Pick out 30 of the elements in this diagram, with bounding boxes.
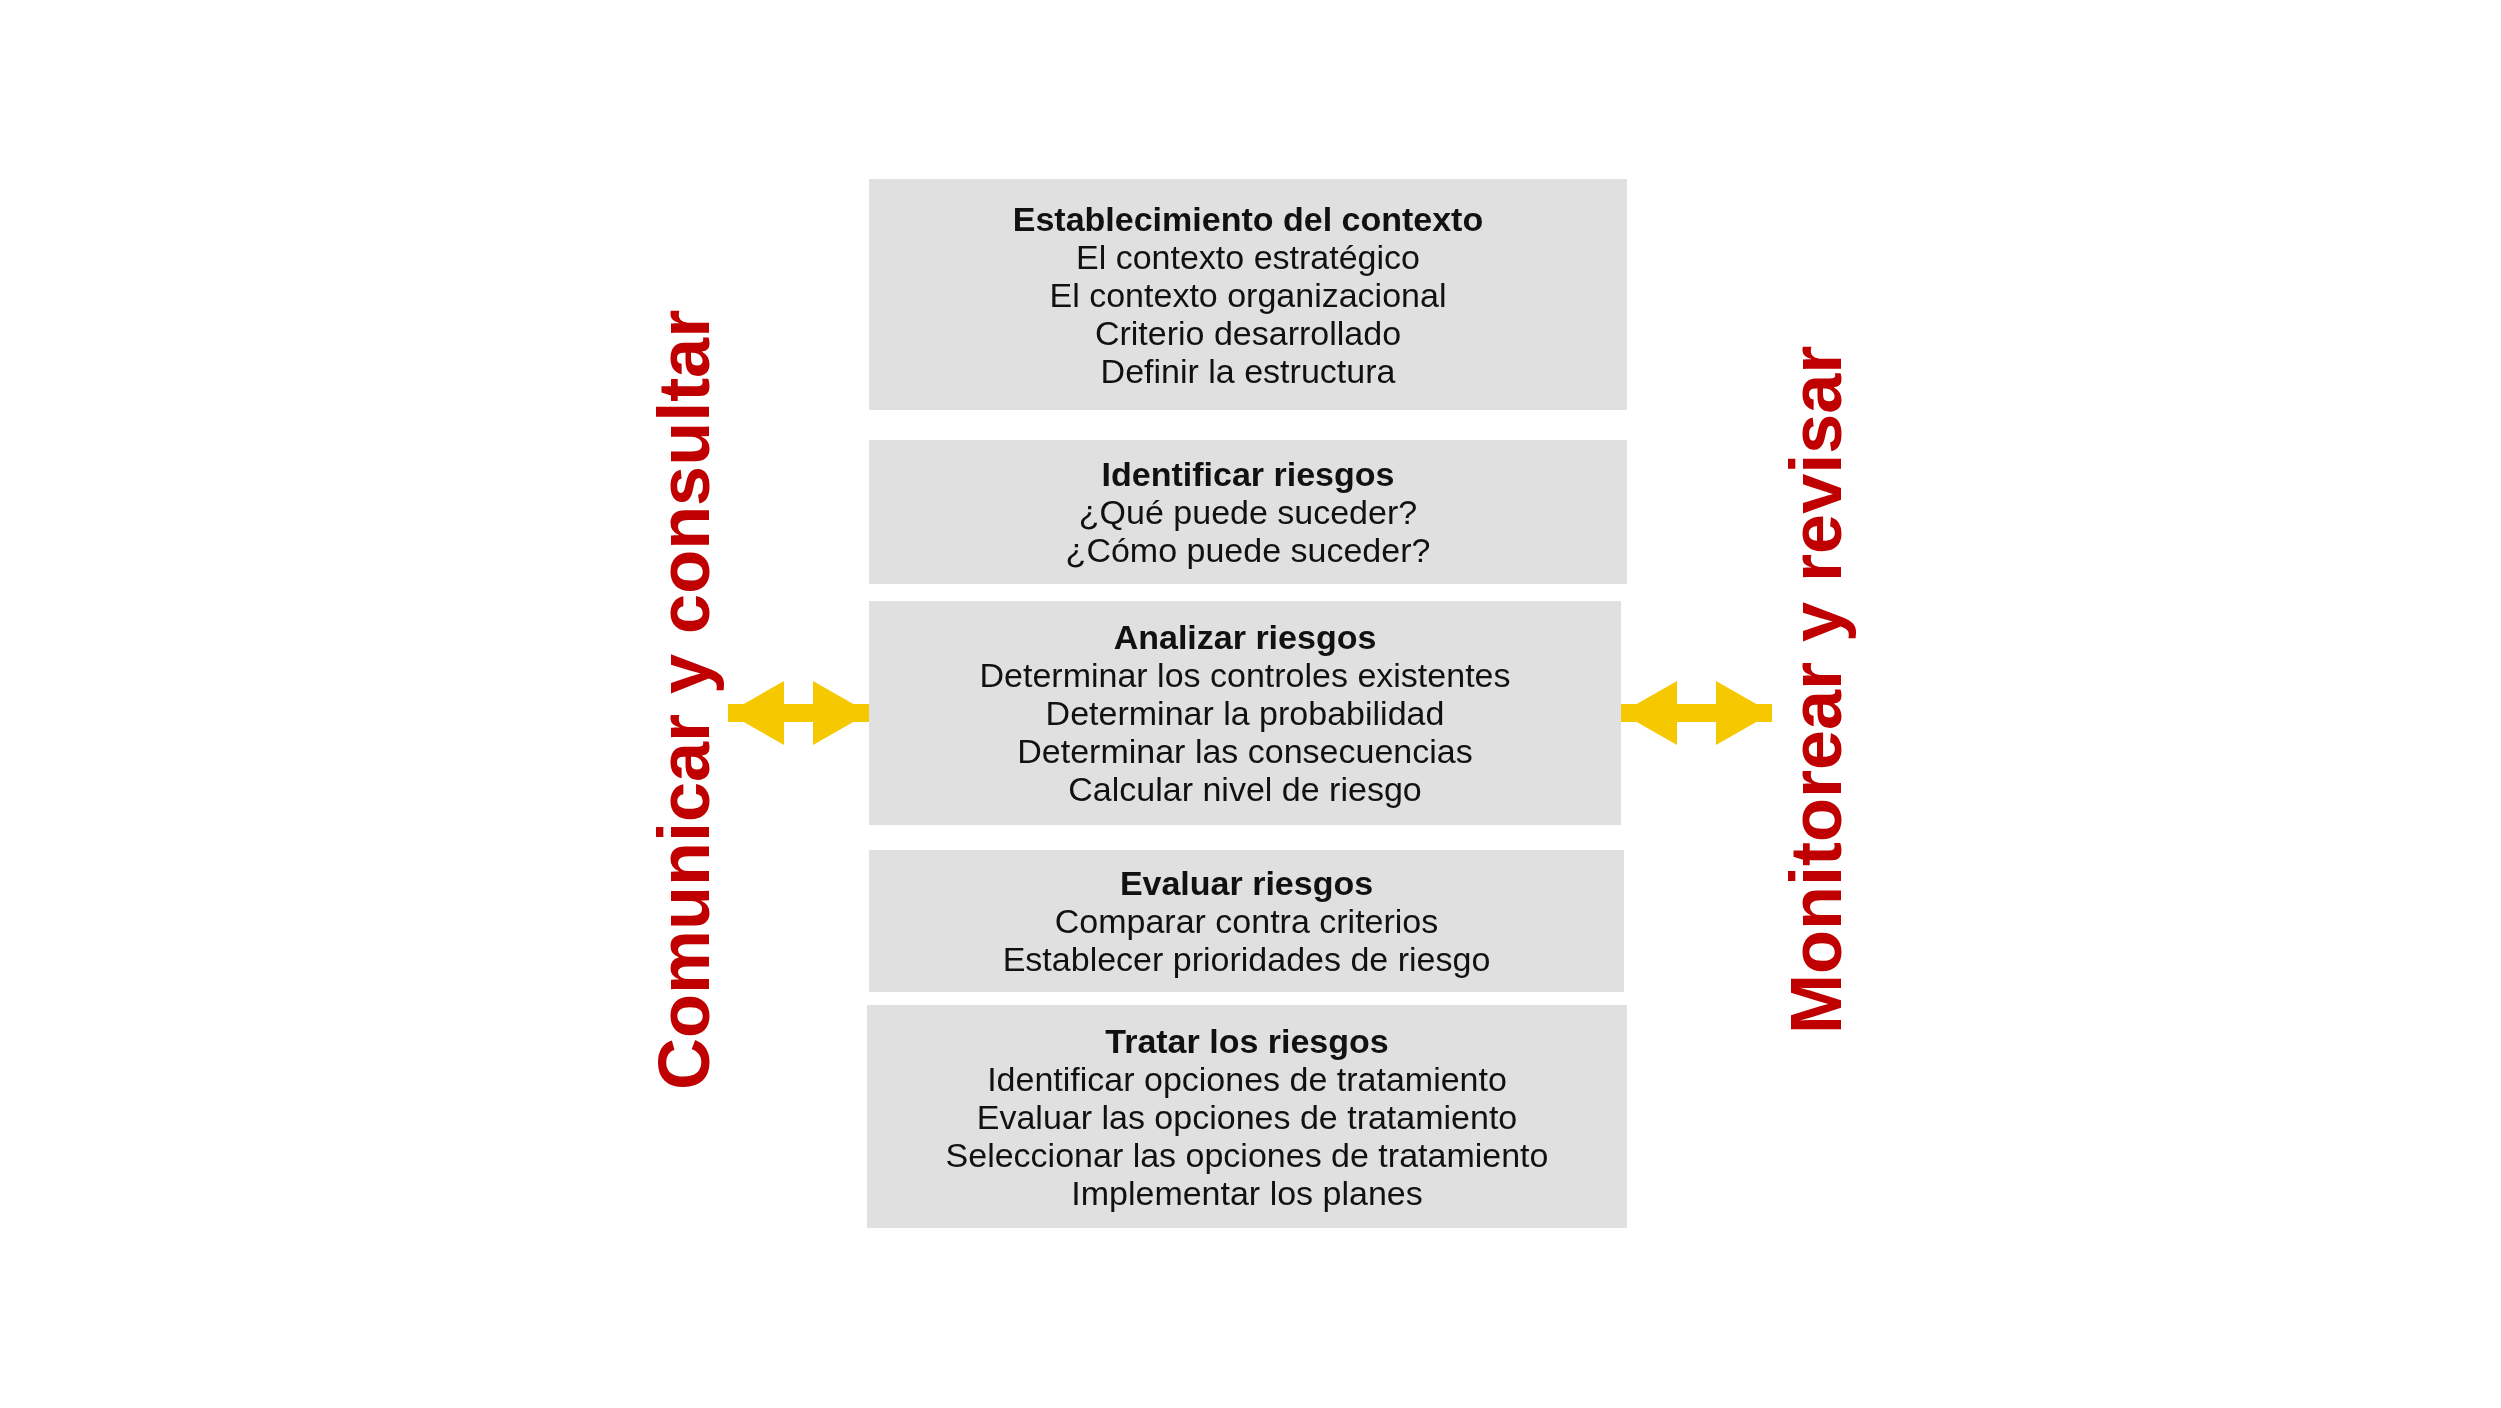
process-box [869, 601, 1621, 825]
box-item: Calcular nivel de riesgo [1068, 770, 1422, 808]
box-item: Implementar los planes [1071, 1173, 1423, 1212]
box-item: Determinar las consecuencias [1017, 732, 1473, 770]
box-item: El contexto estratégico [1076, 237, 1420, 276]
box-item: Criterio desarrollado [1094, 313, 1402, 352]
box-item: Determinar la probabilidad [1045, 694, 1445, 732]
process-box [869, 179, 1627, 410]
process-box [867, 1005, 1627, 1228]
box-item: Comparar contra criterios [1054, 902, 1439, 940]
box-item: ¿Cómo puede suceder? [1065, 531, 1431, 569]
double-arrow [1621, 681, 1772, 745]
box-heading: Evaluar riesgos [1119, 864, 1374, 902]
box-item: Identificar opciones de tratamiento [987, 1059, 1507, 1098]
box-item: Seleccionar las opciones de tratamiento [945, 1135, 1549, 1174]
box-heading: Tratar los riesgos [1105, 1021, 1389, 1060]
vertical-label: Monitorear y revisar [1772, 290, 1860, 1090]
box-item: El contexto organizacional [1049, 275, 1447, 314]
vertical-label: Comunicar y consultar [640, 270, 728, 1130]
box-item: Determinar los controles existentes [979, 656, 1511, 694]
box-item: Establecer prioridades de riesgo [1002, 940, 1491, 978]
box-heading: Analizar riesgos [1113, 618, 1377, 656]
double-arrow [728, 681, 869, 745]
box-item: Evaluar las opciones de tratamiento [976, 1097, 1518, 1136]
box-item: ¿Qué puede suceder? [1078, 493, 1418, 531]
box-heading: Identificar riesgos [1101, 455, 1395, 493]
box-item: Definir la estructura [1100, 351, 1396, 390]
process-box [869, 440, 1627, 584]
box-heading: Establecimiento del contexto [1012, 199, 1484, 238]
process-box [869, 850, 1624, 992]
